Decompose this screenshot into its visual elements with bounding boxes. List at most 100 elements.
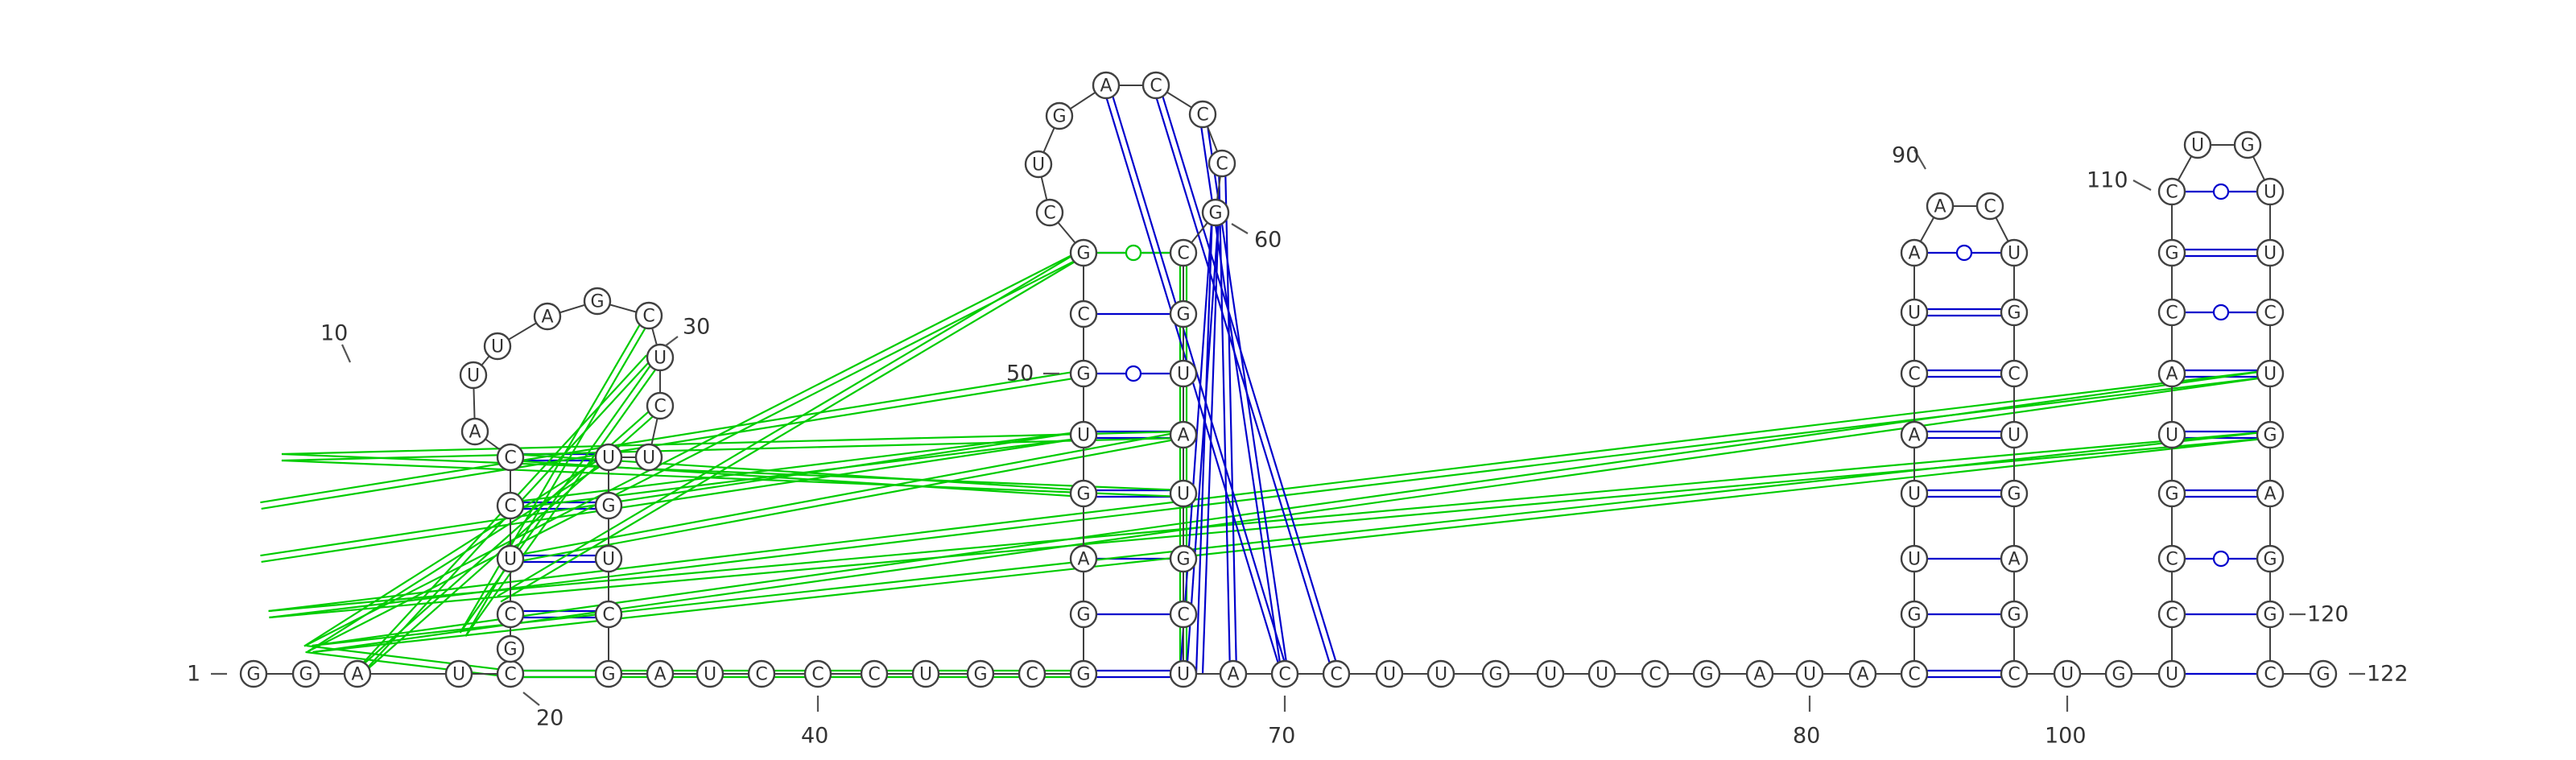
nucleotide-34: G: [1069, 600, 1098, 629]
nucleotide-88: U: [2053, 659, 2082, 688]
nucleotide-61: U: [1426, 659, 1455, 688]
nucleotide-6: G: [496, 634, 525, 663]
nucleotide-7: C: [496, 600, 525, 629]
nucleotide-46: C: [1188, 100, 1217, 129]
svg-text:G: G: [1076, 665, 1090, 685]
svg-text:A: A: [2008, 550, 2020, 570]
svg-text:U: U: [2264, 244, 2277, 264]
svg-text:U: U: [1032, 155, 1045, 176]
nucleotide-21: G: [594, 491, 623, 520]
position-labels-layer: 1 10 20 30 40 50 60 70 80 90 100 110 120…: [187, 143, 2409, 749]
nucleotide-16: C: [634, 301, 663, 330]
svg-text:G: G: [2007, 304, 2021, 324]
svg-text:U: U: [467, 366, 480, 386]
nucleotide-9: C: [496, 491, 525, 520]
nucleotide-12: U: [459, 361, 488, 390]
nucleotide-79: C: [1975, 192, 2004, 221]
svg-text:A: A: [2264, 485, 2276, 505]
svg-text:C: C: [1196, 105, 1208, 126]
label-tick: [522, 692, 540, 706]
nucleotide-77: A: [1900, 238, 1929, 267]
svg-text:C: C: [504, 605, 516, 626]
svg-text:C: C: [1649, 665, 1661, 685]
pseudoknot-bond: [312, 369, 2270, 647]
nucleotide-63: U: [1536, 659, 1565, 688]
nucleotide-50: G: [1169, 299, 1198, 328]
pseudoknot-bond: [282, 436, 1184, 462]
svg-text:U: U: [1177, 365, 1190, 385]
nucleotide-94: U: [2157, 420, 2186, 449]
svg-text:G: G: [299, 665, 312, 685]
nucleotide-66: G: [1692, 659, 1721, 688]
svg-text:A: A: [1934, 197, 1946, 217]
nucleotide-65: C: [1641, 659, 1670, 688]
nucleotide-82: C: [2000, 359, 2029, 388]
pseudoknot-bond: [514, 430, 1183, 557]
svg-text:C: C: [1216, 155, 1228, 175]
nucleotide-28: C: [803, 659, 832, 688]
svg-text:G: G: [2112, 665, 2125, 685]
pseudoknot-bond: [464, 358, 664, 637]
nucleotide-33: G: [1069, 659, 1098, 688]
svg-text:G: G: [601, 665, 615, 685]
nucleotide-80: U: [2000, 238, 2029, 267]
nucleotide-67: A: [1745, 659, 1774, 688]
svg-text:A: A: [654, 665, 666, 685]
tertiary-bond: [1179, 212, 1214, 674]
nucleotide-17: U: [646, 343, 675, 372]
svg-text:C: C: [1150, 76, 1162, 97]
svg-text:G: G: [590, 292, 604, 312]
nucleotide-37: U: [1069, 420, 1098, 449]
svg-text:U: U: [2008, 426, 2021, 446]
svg-text:G: G: [2263, 426, 2277, 446]
svg-text:G: G: [1176, 550, 1190, 570]
nucleotide-13: U: [483, 332, 512, 361]
nucleotide-47: C: [1208, 149, 1236, 178]
nucleotide-84: G: [2000, 479, 2029, 508]
nucleotide-45: C: [1141, 71, 1170, 100]
svg-text:U: U: [1908, 550, 1921, 570]
svg-text:A: A: [469, 423, 481, 443]
nucleotide-18: C: [646, 391, 675, 420]
nucleotide-93: G: [2157, 479, 2186, 508]
nucleotide-108: G: [2256, 600, 2285, 629]
svg-text:U: U: [2191, 136, 2204, 156]
nucleotide-35: A: [1069, 544, 1098, 573]
svg-text:U: U: [2165, 665, 2178, 685]
tertiary-bond: [1152, 85, 1335, 675]
svg-text:G: G: [2007, 605, 2021, 626]
nucleotide-2: G: [291, 659, 320, 688]
svg-text:U: U: [1435, 665, 1447, 685]
pseudoknot-bond: [464, 316, 653, 637]
nucleotide-38: G: [1069, 359, 1098, 388]
pseudoknot-bond: [260, 369, 1084, 504]
nucleotide-4: U: [444, 659, 473, 688]
svg-text:G: G: [1076, 605, 1090, 626]
nucleotide-68: U: [1795, 659, 1824, 688]
nucleotide-106: A: [2256, 479, 2285, 508]
nucleotide-30: U: [911, 659, 940, 688]
svg-text:C: C: [2165, 183, 2178, 203]
pseudoknot-bond: [307, 254, 1086, 653]
label-tick: [664, 336, 679, 347]
pseudoknot-bond: [459, 355, 658, 634]
svg-text:A: A: [1177, 426, 1189, 446]
position-label-122: 122: [2367, 662, 2409, 687]
svg-text:C: C: [654, 397, 666, 417]
position-label-20: 20: [536, 706, 564, 731]
nucleotide-26: U: [696, 659, 724, 688]
nucleotide-107: G: [2256, 544, 2285, 573]
svg-text:C: C: [504, 497, 516, 517]
pseudoknot-bond: [306, 644, 511, 672]
nucleotide-81: G: [2000, 298, 2029, 327]
nucleotide-57: A: [1219, 659, 1248, 688]
nucleotide-29: C: [860, 659, 889, 688]
nucleotide-49: C: [1169, 238, 1198, 267]
svg-text:U: U: [491, 337, 504, 357]
svg-text:C: C: [755, 665, 767, 685]
nucleotide-53: U: [1169, 479, 1198, 508]
wobble-pair-marker: [2212, 304, 2230, 321]
svg-text:U: U: [2061, 665, 2074, 685]
nucleotide-86: G: [2000, 600, 2029, 629]
